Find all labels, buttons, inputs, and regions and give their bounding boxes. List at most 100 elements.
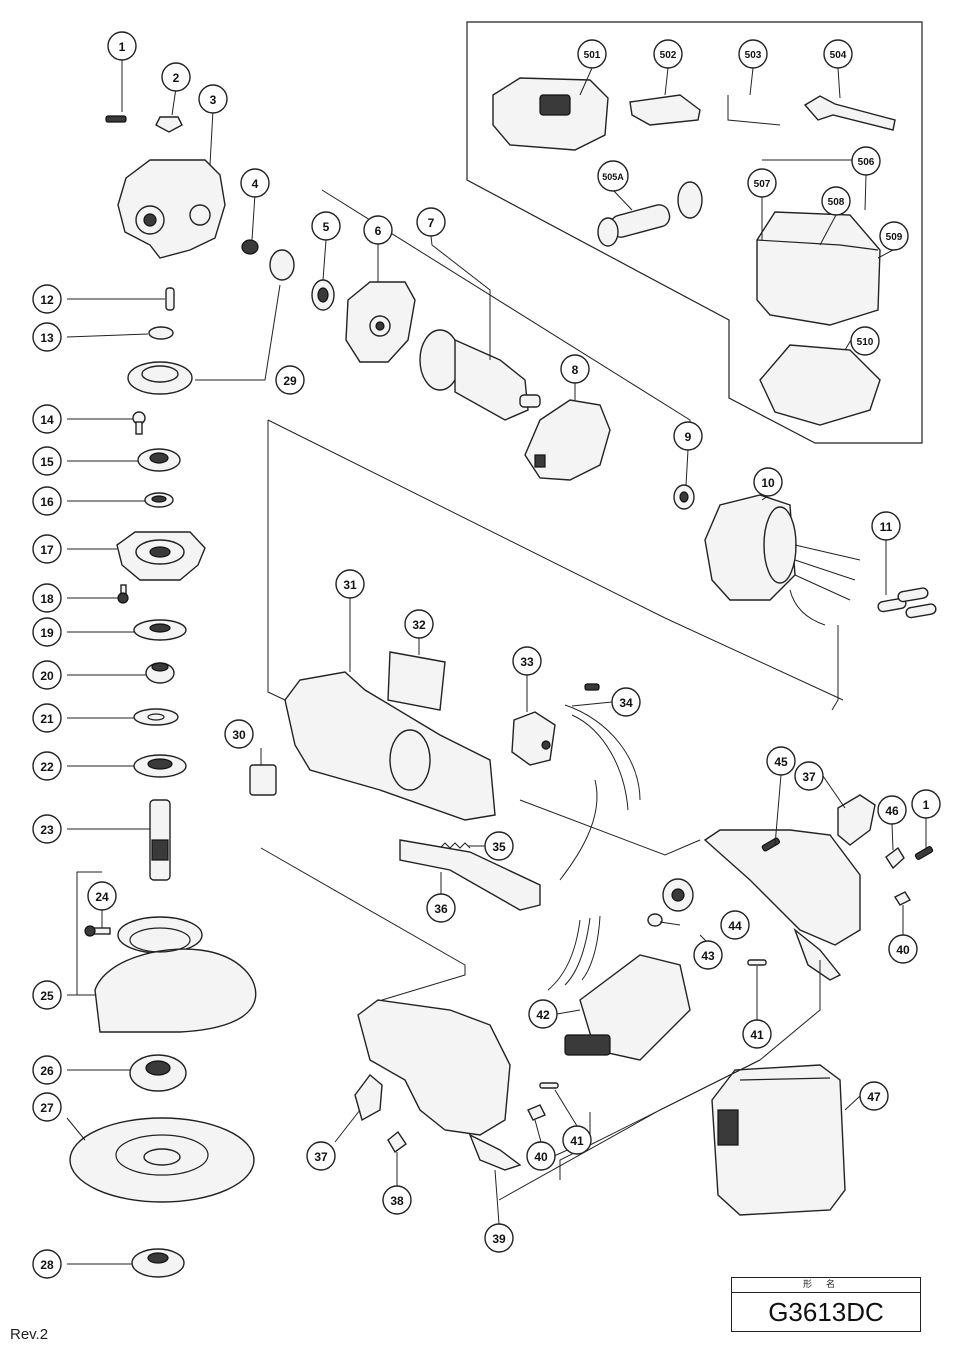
svg-text:41: 41	[570, 1134, 584, 1148]
handle-cover-left-drawing	[357, 999, 522, 1171]
callout-33: 33	[512, 646, 542, 676]
svg-text:9: 9	[685, 430, 692, 444]
callout-9: 9	[673, 421, 703, 451]
battery-47-drawing	[711, 1064, 846, 1216]
fan-guide-6-drawing	[345, 281, 416, 363]
callout-41-right: 41	[742, 1019, 772, 1049]
bearing-5-drawing	[311, 279, 335, 311]
callout-3: 3	[198, 84, 228, 114]
cover-37-left-drawing	[354, 1073, 383, 1122]
svg-text:35: 35	[492, 840, 506, 854]
stator-10-drawing	[704, 494, 861, 626]
svg-text:37: 37	[802, 770, 816, 784]
svg-text:46: 46	[885, 804, 899, 818]
callout-505a: 505A	[597, 160, 629, 192]
callout-28: 28	[32, 1249, 62, 1279]
callout-507: 507	[747, 168, 777, 198]
svg-text:502: 502	[660, 50, 677, 61]
ring-43-drawing	[647, 913, 663, 927]
wrench-504-drawing	[803, 95, 896, 131]
callout-34: 34	[611, 687, 641, 717]
callout-1-right: 1	[911, 789, 941, 819]
pinion-29-drawing	[269, 249, 295, 281]
callout-509: 509	[879, 221, 909, 251]
leader-lines	[66, 56, 927, 1265]
svg-text:504: 504	[830, 50, 847, 61]
svg-text:39: 39	[492, 1232, 506, 1246]
side-handle-505a-drawing	[597, 181, 703, 247]
model-number: G3613DC	[768, 1297, 884, 1327]
callout-18: 18	[32, 583, 62, 613]
lock-nut-28-drawing	[131, 1248, 185, 1278]
label-32-drawing	[387, 651, 446, 711]
callout-502: 502	[653, 39, 683, 69]
pin-40-left-drawing	[527, 1104, 546, 1121]
svg-text:41: 41	[750, 1028, 764, 1042]
callout-32: 32	[404, 609, 434, 639]
callout-510: 510	[850, 326, 880, 356]
callout-2: 2	[161, 62, 191, 92]
callout-26: 26	[32, 1055, 62, 1085]
callout-501: 501	[577, 39, 607, 69]
svg-text:27: 27	[40, 1101, 54, 1115]
callout-46: 46	[877, 795, 907, 825]
title-caption: 形名	[732, 1278, 920, 1293]
svg-text:3: 3	[210, 93, 217, 107]
screw-33-drawing	[584, 683, 600, 691]
spindle-23-drawing	[149, 799, 171, 881]
svg-text:12: 12	[40, 293, 54, 307]
svg-text:42: 42	[536, 1008, 550, 1022]
inner-tray-510-drawing	[759, 344, 881, 426]
tag-38-drawing	[387, 1130, 407, 1154]
svg-text:18: 18	[40, 592, 54, 606]
bearing-holder-17-drawing	[116, 531, 206, 581]
svg-text:47: 47	[867, 1090, 881, 1104]
hex-wrench-503-drawing	[727, 95, 781, 126]
pin-41-left-drawing	[539, 1082, 559, 1089]
housing-31-drawing	[284, 671, 496, 821]
callout-7: 7	[416, 207, 446, 237]
svg-text:16: 16	[40, 495, 54, 509]
grinding-wheel-27-drawing	[69, 1117, 255, 1203]
callout-11: 11	[871, 511, 901, 541]
svg-text:11: 11	[880, 520, 893, 534]
svg-text:17: 17	[40, 543, 54, 557]
callout-14: 14	[32, 404, 62, 434]
svg-text:32: 32	[412, 618, 426, 632]
collar-20-drawing	[145, 662, 175, 684]
callout-43: 43	[693, 940, 723, 970]
washer-21-drawing	[133, 708, 179, 726]
svg-text:44: 44	[728, 919, 742, 933]
callout-40-right: 40	[888, 934, 918, 964]
svg-text:1: 1	[119, 40, 126, 54]
callout-10: 10	[753, 467, 783, 497]
callout-47: 47	[859, 1081, 889, 1111]
bit-holder-502-drawing	[629, 94, 701, 126]
callout-506: 506	[851, 146, 881, 176]
svg-text:37: 37	[314, 1150, 328, 1164]
wheel-washer-26-drawing	[129, 1054, 187, 1092]
callout-45: 45	[766, 746, 796, 776]
callout-24: 24	[87, 881, 117, 911]
callout-30: 30	[224, 719, 254, 749]
svg-text:8: 8	[572, 363, 579, 377]
svg-text:2: 2	[173, 71, 180, 85]
svg-text:22: 22	[40, 760, 54, 774]
bevel-gear-29-drawing	[127, 361, 193, 395]
wire-34-drawing	[564, 704, 641, 811]
svg-text:501: 501	[584, 50, 601, 61]
svg-text:15: 15	[40, 455, 54, 469]
armature-7-drawing	[419, 329, 541, 421]
knob-2-drawing	[155, 116, 183, 133]
title-block: 形名 G3613DC	[731, 1277, 921, 1332]
washer-19-drawing	[133, 619, 187, 641]
svg-text:14: 14	[40, 413, 54, 427]
screw-18-drawing	[117, 584, 129, 604]
callout-37-right: 37	[794, 761, 824, 791]
callout-508: 508	[821, 186, 851, 216]
svg-text:509: 509	[886, 232, 903, 243]
screw-24-drawing	[84, 925, 111, 937]
screw-14-drawing	[132, 411, 146, 435]
svg-text:510: 510	[857, 337, 874, 348]
